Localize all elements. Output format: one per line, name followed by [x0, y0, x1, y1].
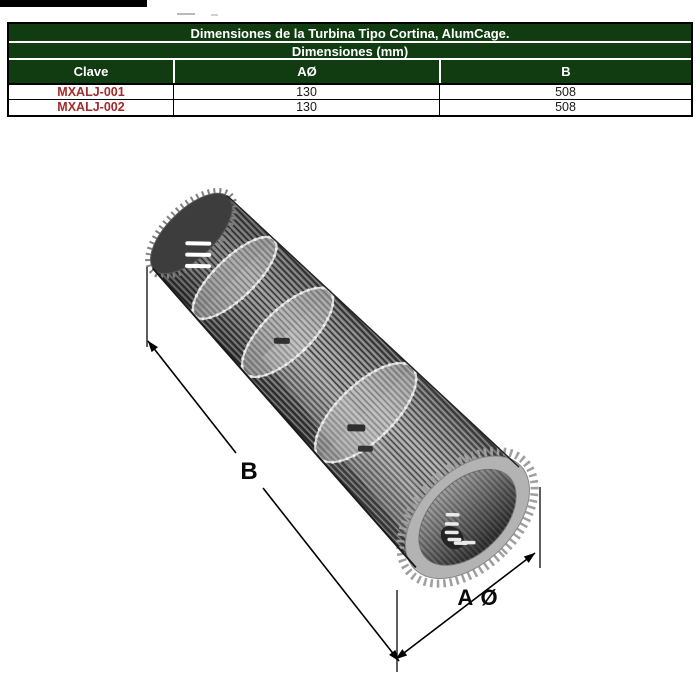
turbine-open-face: [396, 447, 539, 588]
dimension-line-b-lower: [262, 487, 400, 662]
scan-artifact-1: [177, 13, 195, 15]
turbine-photo: [145, 187, 539, 588]
table-row: MXALJ-002 130 508: [9, 99, 691, 115]
column-header-a-diameter: AØ: [173, 60, 439, 83]
label-b-length: B: [240, 458, 257, 485]
table-title: Dimensiones de la Turbina Tipo Cortina, …: [9, 24, 691, 43]
dimension-line-a: [395, 552, 536, 660]
table-subtitle-text: Dimensiones (mm): [291, 44, 409, 59]
scan-artifact-2: [211, 14, 218, 16]
table-header-row: Clave AØ B: [9, 60, 691, 83]
row-a-diameter: 130: [173, 100, 439, 115]
top-left-black-bar: [0, 0, 147, 7]
column-header-clave: Clave: [73, 64, 109, 79]
row-b-length: 508: [439, 85, 691, 99]
label-a-diameter: A Ø: [457, 585, 498, 610]
table-subtitle: Dimensiones (mm): [9, 43, 691, 60]
row-b-length: 508: [439, 100, 691, 115]
row-clave: MXALJ-001: [57, 85, 125, 99]
row-a-diameter: 130: [173, 85, 439, 99]
table-title-text: Dimensiones de la Turbina Tipo Cortina, …: [190, 26, 510, 41]
dimensions-table: Dimensiones de la Turbina Tipo Cortina, …: [7, 22, 693, 117]
table-row: MXALJ-001 130 508: [9, 83, 691, 99]
row-clave: MXALJ-002: [57, 100, 125, 114]
column-header-b: B: [439, 60, 691, 83]
dimension-line-b-upper: [147, 340, 237, 454]
